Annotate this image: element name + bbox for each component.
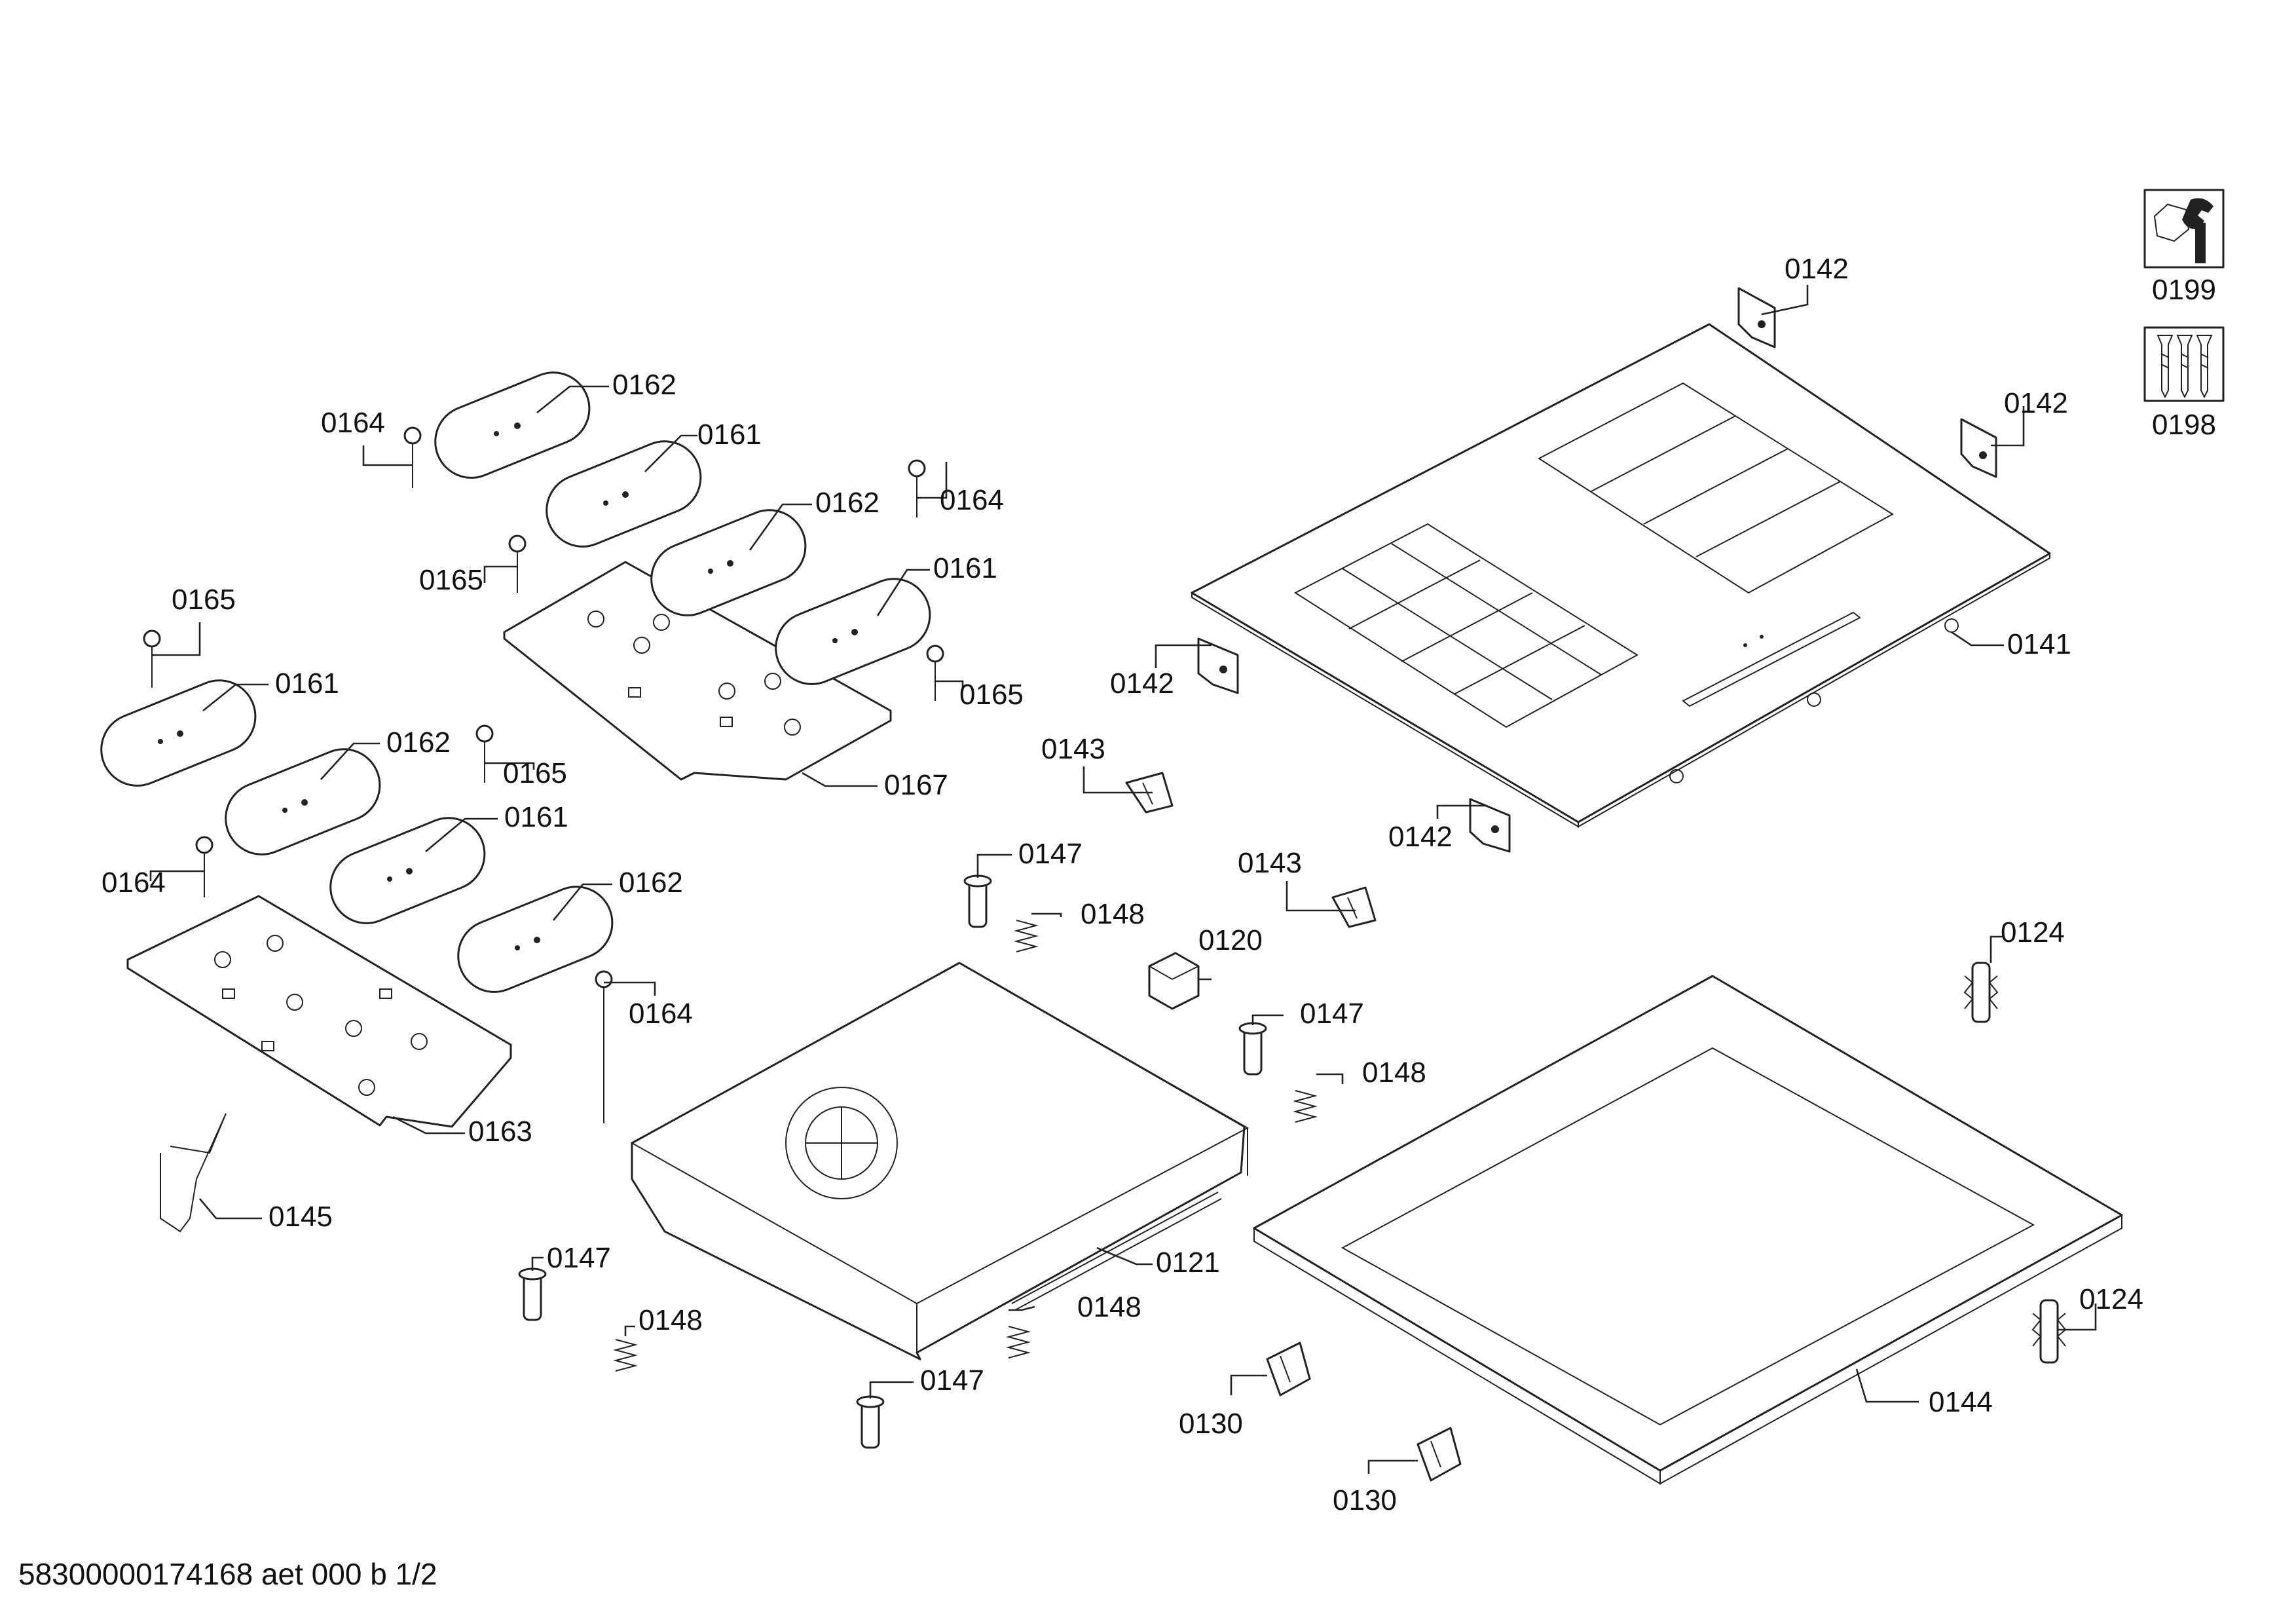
spacer-pin-0164 <box>403 426 422 488</box>
spring-0148 <box>1006 1326 1031 1359</box>
callout-0164: 0164 <box>102 867 166 899</box>
spacer-pin-0165 <box>143 629 161 688</box>
callout-0147: 0147 <box>1018 838 1083 870</box>
tool-label-0199: 0199 <box>2152 274 2216 306</box>
callout-0165: 0165 <box>172 584 236 616</box>
mounting-bracket-0142 <box>1960 418 1997 478</box>
callout-0161: 0161 <box>504 801 568 833</box>
mounting-bracket-0142 <box>1469 798 1511 853</box>
spring-0148 <box>613 1339 638 1372</box>
callout-0161: 0161 <box>697 419 762 451</box>
callout-0148: 0148 <box>1081 898 1145 930</box>
callout-0161: 0161 <box>275 667 339 700</box>
mounting-bracket-0142 <box>1737 287 1776 348</box>
connector-block-0120 <box>1148 952 1200 1010</box>
induction-coil-0162 <box>650 509 807 616</box>
foot-0147 <box>518 1267 547 1321</box>
holder-clip-0130 <box>1266 1342 1311 1397</box>
callout-0162: 0162 <box>815 487 880 519</box>
callout-0162: 0162 <box>619 867 683 899</box>
callout-0147: 0147 <box>1300 998 1364 1030</box>
screws-icon <box>2143 326 2225 402</box>
callout-0148: 0148 <box>1362 1057 1426 1089</box>
plug-0124 <box>1963 962 1999 1023</box>
spacer-pin-0164 <box>595 970 613 1123</box>
callout-0143: 0143 <box>1041 733 1105 765</box>
foot-0147 <box>856 1395 885 1449</box>
spacer-pin-0165 <box>508 535 527 593</box>
plug-0124 <box>2031 1299 2067 1364</box>
callout-0142: 0142 <box>2004 387 2068 419</box>
spacer-pin-0165 <box>926 645 944 701</box>
carrier-plate-0163 <box>126 895 512 1128</box>
foot-0147 <box>963 874 992 928</box>
callout-labels: 0162 0164 0161 0164 0165 0162 0161 0165 … <box>102 253 2143 1516</box>
foot-0147 <box>1238 1022 1267 1076</box>
leader-lines <box>149 285 2097 1474</box>
induction-coil-0162 <box>434 371 591 479</box>
induction-coil-0161 <box>546 440 702 548</box>
callout-0130: 0130 <box>1333 1484 1397 1516</box>
callout-0162: 0162 <box>612 369 676 401</box>
tool-label-0198: 0198 <box>2152 409 2216 441</box>
insulation-sheet-0145 <box>160 1113 227 1233</box>
callout-0142: 0142 <box>1785 253 1849 285</box>
callout-0165: 0165 <box>503 757 567 789</box>
callout-0124: 0124 <box>2079 1283 2143 1315</box>
mounting-bracket-0142 <box>1197 637 1239 694</box>
callout-0161: 0161 <box>933 552 997 584</box>
callout-0147: 0147 <box>920 1364 984 1397</box>
callout-0142: 0142 <box>1110 667 1174 700</box>
induction-coil-0161 <box>775 578 931 685</box>
callout-0165: 0165 <box>419 564 483 596</box>
spacer-pin-0164 <box>908 459 926 517</box>
spacer-pin-0164 <box>195 836 213 897</box>
callout-0144: 0144 <box>1929 1386 1993 1418</box>
callout-0164: 0164 <box>629 998 693 1030</box>
callout-0164: 0164 <box>321 407 385 439</box>
induction-coil-0162 <box>225 748 381 855</box>
callout-0130: 0130 <box>1179 1408 1243 1440</box>
spring-0148 <box>1293 1090 1318 1123</box>
callout-0124: 0124 <box>2001 916 2065 948</box>
spring-0148 <box>1014 920 1039 952</box>
callout-0164: 0164 <box>940 484 1004 516</box>
callout-0148: 0148 <box>639 1304 703 1336</box>
callout-0145: 0145 <box>268 1201 333 1233</box>
wrench-nut-icon <box>2143 189 2225 269</box>
document-id: 58300000174168 aet 000 b 1/2 <box>18 1557 437 1591</box>
callout-0148: 0148 <box>1077 1291 1141 1323</box>
callout-0143: 0143 <box>1238 847 1302 879</box>
callout-0141: 0141 <box>2007 628 2071 660</box>
callout-0167: 0167 <box>884 769 948 801</box>
holder-clip-0130 <box>1416 1427 1462 1482</box>
carrier-plate-0167 <box>503 561 892 781</box>
bottom-tray-0121 <box>630 962 1250 1361</box>
induction-coil-0161 <box>100 679 257 787</box>
callout-0165: 0165 <box>959 679 1024 711</box>
induction-coil-0162 <box>457 886 614 993</box>
induction-coil-0161 <box>329 817 486 924</box>
clip-0143 <box>1331 886 1377 928</box>
callout-0142: 0142 <box>1388 821 1453 853</box>
callout-0147: 0147 <box>547 1242 611 1274</box>
callout-0162: 0162 <box>386 726 451 759</box>
glass-ceramic-hob-top <box>1191 323 2051 828</box>
callout-0120: 0120 <box>1198 924 1263 956</box>
spacer-pin-0165 <box>475 724 494 783</box>
callout-0121: 0121 <box>1156 1247 1220 1279</box>
callout-0163: 0163 <box>468 1116 532 1148</box>
mounting-frame-0144 <box>1253 975 2123 1485</box>
